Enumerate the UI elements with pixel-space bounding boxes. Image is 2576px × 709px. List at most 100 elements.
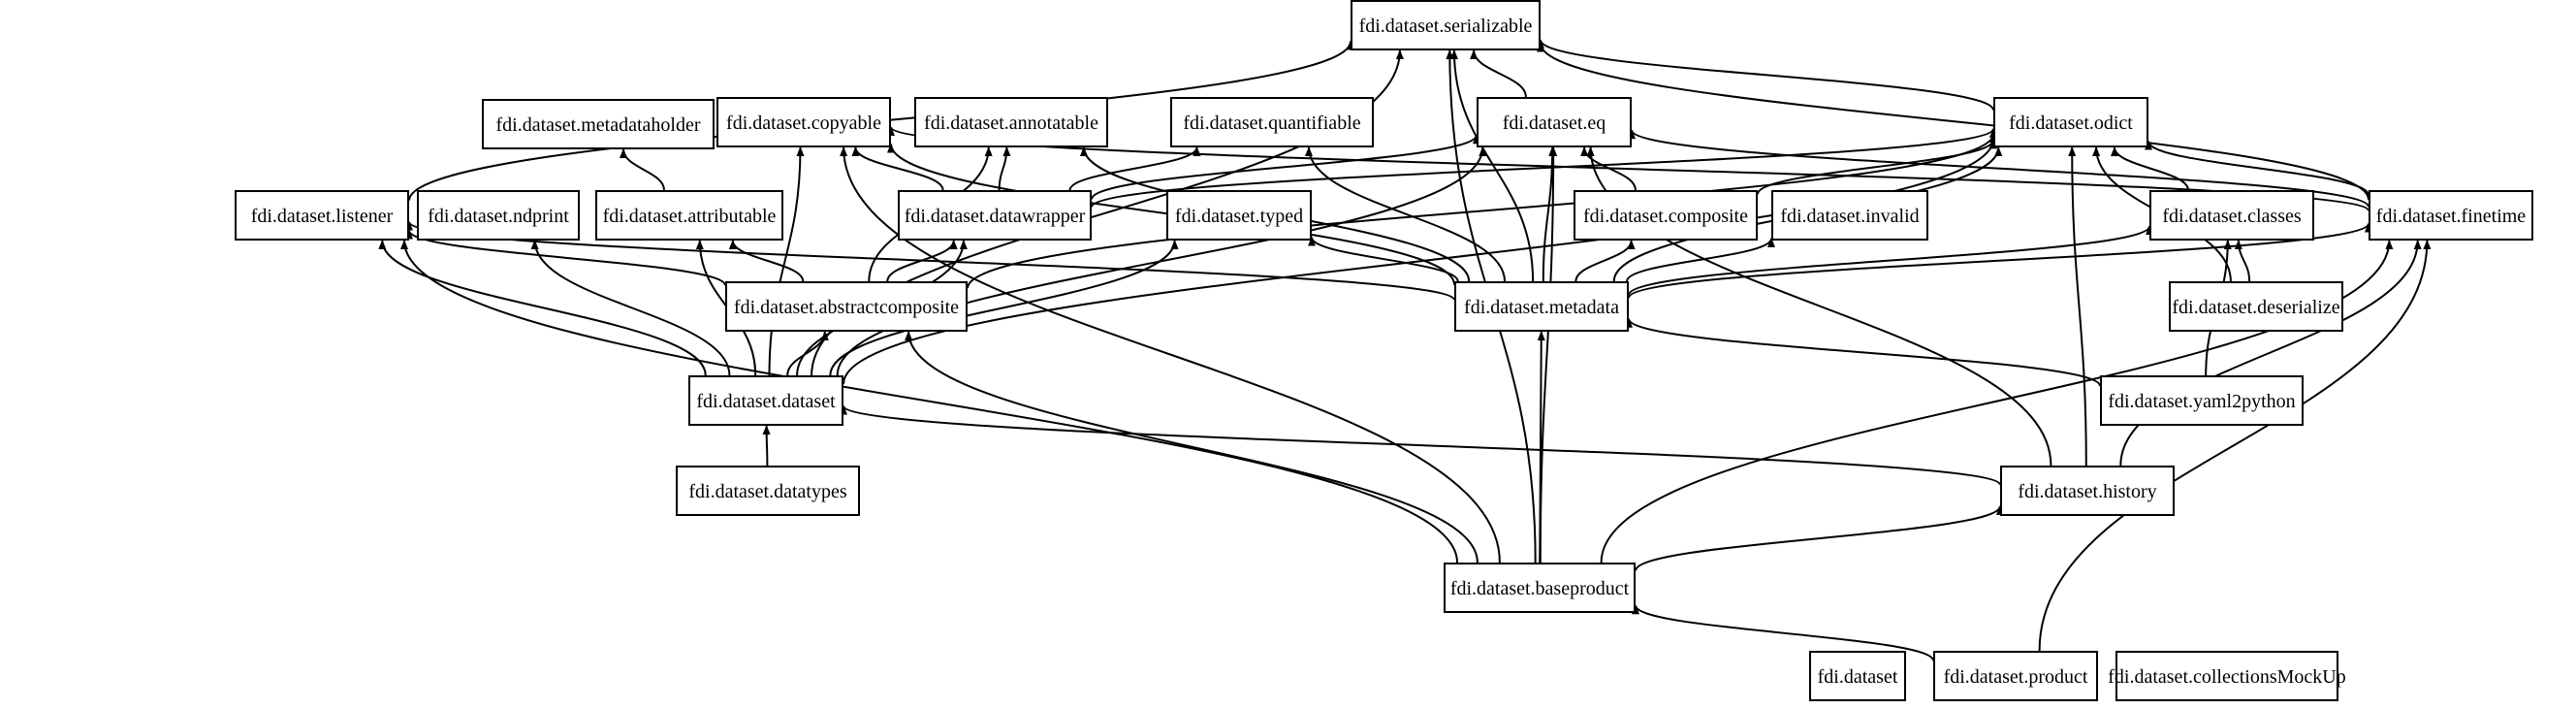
node-box	[2100, 375, 2304, 426]
edge-eq-to-serializable	[1470, 49, 1527, 98]
edge-abstractcomposite-to-attributable	[728, 240, 805, 282]
node-box	[716, 97, 891, 147]
node-classes: fdi.dataset.classes	[2149, 190, 2314, 241]
node-box	[595, 190, 783, 241]
node-box	[2369, 190, 2533, 241]
node-finetime: fdi.dataset.finetime	[2369, 190, 2533, 241]
node-yaml2python: fdi.dataset.yaml2python	[2100, 375, 2304, 426]
node-box	[1351, 0, 1541, 50]
node-box	[1574, 190, 1758, 241]
edge-dataset-to-copyable	[768, 146, 805, 376]
edge-dataset-to-ndprint	[530, 240, 731, 376]
node-deserialize: fdi.dataset.deserialize	[2169, 281, 2343, 332]
node-composite: fdi.dataset.composite	[1574, 190, 1758, 241]
edge-classes-to-odict	[2111, 146, 2189, 191]
node-box	[1170, 97, 1374, 147]
node-label: fdi.dataset.serializable	[1359, 16, 1533, 37]
node-ndprint: fdi.dataset.ndprint	[417, 190, 580, 241]
edge-dataset-to-typed	[829, 240, 1179, 376]
node-label: fdi.dataset.datatypes	[688, 481, 846, 502]
edge-metadata-to-serializable	[1449, 49, 1535, 282]
node-metadataholder: fdi.dataset.metadataholder	[482, 99, 715, 149]
node-metadata: fdi.dataset.metadata	[1454, 281, 1629, 332]
edge-attributable-to-metadataholder	[620, 148, 665, 191]
edge-datawrapper-to-eq	[1091, 134, 1480, 200]
node-invalid: fdi.dataset.invalid	[1771, 190, 1928, 241]
edge-finetime-to-serializable	[1537, 42, 2369, 201]
edge-datawrapper-to-copyable	[851, 146, 944, 191]
edge-baseproduct-to-abstractcomposite	[905, 331, 1479, 564]
edge-metadata-to-invalid	[1626, 237, 1775, 282]
node-label: fdi.dataset.composite	[1583, 206, 1748, 227]
edge-yaml2python-to-metadata	[1625, 317, 2101, 387]
node-box	[1444, 563, 1636, 613]
node-label: fdi.dataset.quantifiable	[1183, 113, 1360, 134]
node-label: fdi.dataset.history	[2018, 481, 2156, 502]
node-box	[688, 375, 843, 426]
edge-datatypes-to-dataset	[762, 425, 771, 467]
node-box	[676, 466, 860, 516]
node-odict: fdi.dataset.odict	[1993, 97, 2148, 147]
node-label: fdi.dataset.product	[1944, 666, 2088, 688]
node-dataset: fdi.dataset.dataset	[688, 375, 843, 426]
node-product: fdi.dataset.product	[1933, 651, 2098, 701]
node-typed: fdi.dataset.typed	[1166, 190, 1312, 241]
node-label: fdi.dataset.dataset	[696, 391, 836, 412]
edge-datawrapper-to-odict	[1091, 127, 1997, 209]
edge-metadata-to-composite	[1574, 240, 1636, 282]
edge-dataset-to-odict	[843, 138, 1997, 384]
node-box	[1477, 97, 1632, 147]
node-box	[2149, 190, 2314, 241]
node-datatypes: fdi.dataset.datatypes	[676, 466, 860, 516]
edge-deserialize-to-classes	[2234, 240, 2251, 282]
node-box	[2115, 651, 2338, 701]
edge-metadata-to-classes	[1628, 225, 2153, 296]
edge-dataset-to-listener	[378, 240, 707, 376]
node-label: fdi.dataset.abstractcomposite	[734, 297, 959, 318]
edge-product-to-finetime	[2038, 240, 2432, 652]
node-eq: fdi.dataset.eq	[1477, 97, 1632, 147]
node-box	[725, 281, 968, 332]
node-listener: fdi.dataset.listener	[235, 190, 409, 241]
node-label: fdi.dataset.classes	[2162, 206, 2301, 227]
node-baseproduct: fdi.dataset.baseproduct	[1444, 563, 1636, 613]
node-box	[1771, 190, 1928, 241]
node-box	[2169, 281, 2343, 332]
node-box	[898, 190, 1092, 241]
edge-finetime-to-odict	[2145, 140, 2369, 196]
node-label: fdi.dataset.collectionsMockUp	[2108, 666, 2346, 688]
node-attributable: fdi.dataset.attributable	[595, 190, 783, 241]
node-box	[2000, 466, 2175, 516]
nodes-layer: fdi.dataset.serializable fdi.dataset.meta…	[235, 0, 2533, 701]
edge-dataset-to-abstractcomposite	[786, 331, 829, 376]
edge-metadata-to-typed	[1308, 236, 1459, 282]
node-label: fdi.dataset.listener	[251, 206, 394, 227]
node-abstractcomposite: fdi.dataset.abstractcomposite	[725, 281, 968, 332]
node-quantifiable: fdi.dataset.quantifiable	[1170, 97, 1374, 147]
edge-history-to-odict	[2068, 146, 2087, 467]
edge-baseproduct-to-eq	[1539, 146, 1558, 564]
node-label: fdi.dataset.ndprint	[428, 206, 569, 227]
node-annotatable: fdi.dataset.annotatable	[914, 97, 1108, 147]
node-box	[914, 97, 1108, 147]
node-label: fdi.dataset.metadataholder	[495, 114, 700, 136]
node-label: fdi.dataset.datawrapper	[905, 206, 1086, 227]
node-label: fdi.dataset.annotatable	[924, 113, 1098, 134]
node-label: fdi.dataset.eq	[1503, 113, 1606, 134]
edge-baseproduct-to-copyable	[840, 146, 1501, 564]
edge-metadata-to-quantifiable	[1305, 146, 1506, 282]
node-pkg: fdi.dataset	[1809, 651, 1906, 701]
edge-metadata-to-finetime	[1628, 222, 2372, 299]
edge-metadata-to-eq	[1542, 146, 1557, 282]
edge-baseproduct-to-listener	[400, 240, 1458, 564]
node-box	[1454, 281, 1629, 332]
edge-baseproduct-to-history	[1635, 504, 2004, 571]
node-box	[1933, 651, 2098, 701]
node-label: fdi.dataset.baseproduct	[1450, 578, 1630, 599]
node-label: fdi.dataset.finetime	[2376, 206, 2527, 227]
node-label: fdi.dataset.yaml2python	[2108, 391, 2295, 412]
edge-composite-to-odict	[1757, 139, 1997, 195]
edge-datawrapper-to-annotatable	[998, 146, 1011, 191]
edge-history-to-finetime	[2119, 240, 2422, 467]
